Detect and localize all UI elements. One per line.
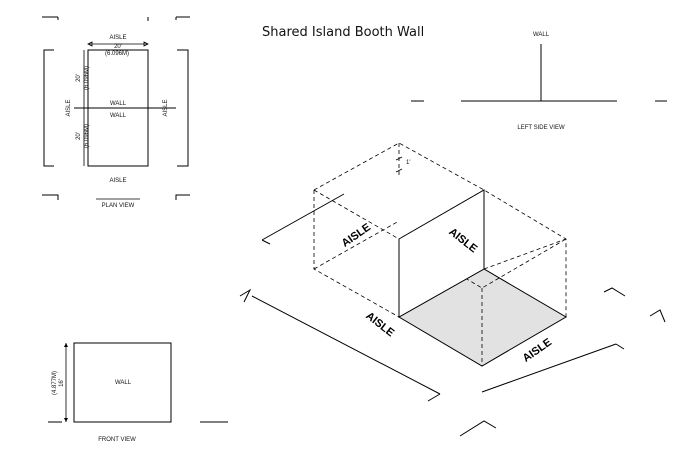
- corner-mark-tl: [42, 16, 59, 20]
- iso-dashed-back-floor: [313, 220, 400, 270]
- iso-aisle-mark-left: [239, 288, 252, 303]
- width-dim-arrows: [87, 41, 149, 47]
- page-title: Shared Island Booth Wall: [262, 25, 424, 40]
- plan-aisle-top: AISLE: [109, 35, 126, 41]
- plan-aisle-bottom: AISLE: [109, 178, 126, 184]
- front-view: WALL 16' (4.877M) FRONT VIEW: [48, 342, 228, 443]
- iso-aisle-mark-far-right: [649, 309, 666, 323]
- plan-aisle-right: AISLE: [163, 99, 169, 116]
- corner-mark-tr: [175, 16, 190, 20]
- iso-dashed-left: [313, 190, 400, 318]
- left-bracket: [43, 49, 54, 167]
- iso-aisle-mark-bottom: [459, 420, 497, 437]
- plan-aisle-left: AISLE: [66, 99, 72, 116]
- iso-aisle-line-front-right: [481, 343, 617, 393]
- corner-mark-br: [175, 194, 190, 200]
- iso-aisle-label-1: AISLE: [340, 221, 373, 249]
- front-view-label: FRONT VIEW: [98, 437, 136, 443]
- height-dim-bottom: 20': [76, 132, 82, 140]
- left-side-view-label: LEFT SIDE VIEW: [517, 125, 565, 131]
- plan-view-label: PLAN VIEW: [102, 203, 135, 209]
- iso-wall: [398, 189, 485, 318]
- iso-aisle-corner-right: [603, 287, 626, 297]
- iso-dim-ticks: [395, 156, 403, 173]
- iso-dashed-top-back: [313, 142, 567, 317]
- width-dim-label: 20': [114, 44, 122, 50]
- height-metric-bottom: (6.096M): [84, 124, 90, 148]
- height-dim-top: 20': [76, 74, 82, 82]
- front-height-metric: (4.877M): [52, 371, 58, 395]
- iso-dashed-top-left: [313, 189, 400, 240]
- height-metric-top: (6.096M): [84, 66, 90, 90]
- front-height-dim: 16': [59, 379, 65, 387]
- isometric-view: 1' AISLE AISLE AISLE AISLE: [239, 142, 666, 437]
- plan-wall-label-1: WALL: [110, 101, 127, 107]
- iso-dim-note: 1': [406, 160, 410, 166]
- iso-aisle-tick-1: [261, 239, 271, 245]
- left-side-view: WALL LEFT SIDE VIEW: [411, 32, 667, 131]
- front-wall-label: WALL: [115, 380, 132, 386]
- iso-aisle-line-1: [261, 193, 345, 241]
- corner-mark-bl: [42, 194, 59, 200]
- iso-dashed-top-front: [398, 238, 567, 289]
- iso-dashed-floor-right: [483, 238, 567, 270]
- right-bracket: [177, 49, 189, 167]
- plan-wall-label-2: WALL: [110, 113, 127, 119]
- iso-aisle-line-front-left: [251, 295, 441, 395]
- iso-aisle-label-3: AISLE: [363, 310, 396, 339]
- iso-aisle-tick-front-left: [427, 393, 441, 402]
- side-wall-label: WALL: [533, 32, 550, 38]
- iso-aisle-tick-front-right: [615, 343, 625, 350]
- front-wall-rect: [73, 342, 172, 423]
- plan-view: AISLE 20' (6.096M) 20' (6.096M) 20' (6.0…: [42, 16, 190, 209]
- width-dim-metric: (6.096M): [105, 51, 129, 57]
